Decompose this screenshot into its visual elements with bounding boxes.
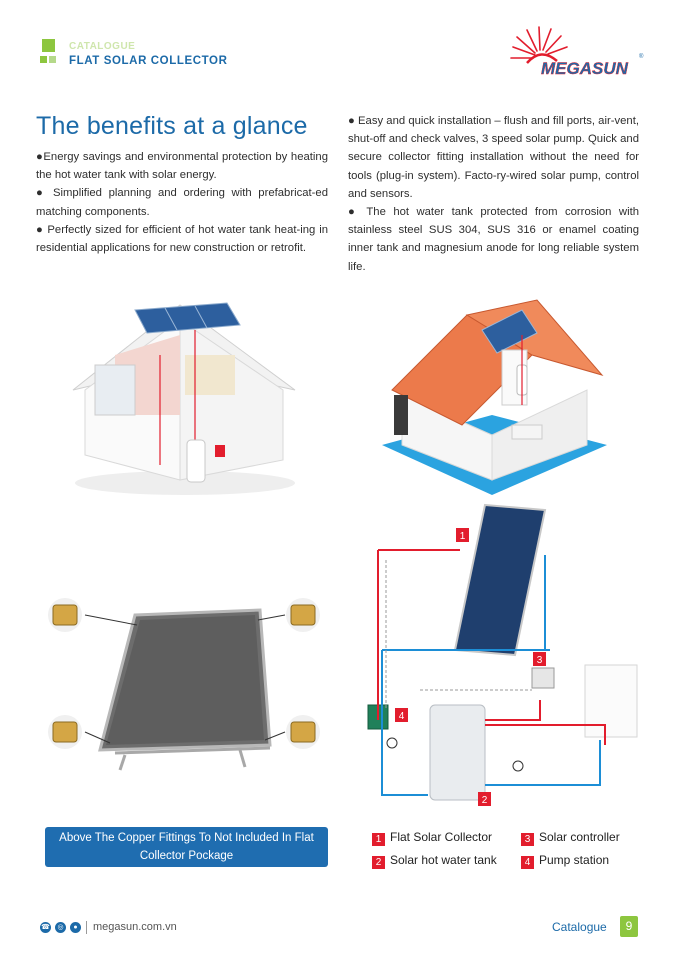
legend-label: Pump station [539,853,610,867]
svg-text:3: 3 [537,655,543,666]
house-orange-roof-illustration [382,299,607,495]
svg-text:2: 2 [482,795,488,806]
brand-name: MEGASUN [541,59,629,78]
fittings-note: Above The Copper Fittings To Not Include… [45,827,328,867]
benefit-item: ● Easy and quick installation – flush an… [348,115,639,200]
benefits-left-column: ●Energy savings and environmental protec… [36,148,328,257]
legend-number: 2 [372,856,385,869]
solar-system-schematic: 1 2 3 4 [367,503,638,806]
diagram-marker: 3 [533,652,546,666]
svg-text:1: 1 [460,531,466,542]
page-headline: The benefits at a glance [36,112,308,140]
benefit-item: ● Simplified planning and ordering with … [36,187,328,218]
benefit-item: ● Perfectly sized for efficient of hot w… [36,223,328,255]
phone-icon: ☎ [40,922,51,933]
legend-item-1: 1 Flat Solar Collector [372,830,492,846]
megasun-logo: MEGASUN ® [510,26,644,78]
copper-fitting-icon [48,598,82,632]
diagram-marker: 2 [478,792,491,806]
benefit-item: ●Energy savings and environmental protec… [36,151,328,182]
legend-item-4: 4 Pump station [521,853,609,869]
globe-icon: ◎ [55,922,66,933]
footer-divider [86,921,87,934]
diagram-marker: 4 [395,708,408,722]
header-logo-square-light [49,56,56,63]
house-cutaway-illustration [72,302,296,495]
footer-website-link[interactable]: megasun.com.vn [93,921,177,933]
legend-label: Solar hot water tank [390,853,497,867]
flat-collector-with-fittings [48,598,320,771]
legend-number: 3 [521,833,534,846]
legend-label: Solar controller [539,830,620,844]
benefits-right-column: ● Easy and quick installation – flush an… [348,112,639,276]
copper-fitting-icon [286,598,320,632]
header-logo-square-small [40,56,47,63]
legend-item-2: 2 Solar hot water tank [372,853,497,869]
legend-number: 1 [372,833,385,846]
benefit-item: ● The hot water tank protected from corr… [348,206,639,273]
legend-number: 4 [521,856,534,869]
catalogue-label: CATALOGUE [69,41,136,52]
brand-registered-mark: ® [639,53,644,60]
copper-fitting-icon [48,715,82,749]
section-title: FLAT SOLAR COLLECTOR [69,55,228,67]
location-pin-icon: ● [70,922,81,933]
legend-item-3: 3 Solar controller [521,830,620,846]
legend-label: Flat Solar Collector [390,830,493,844]
svg-text:4: 4 [399,711,405,722]
footer-catalogue-label: Catalogue [552,920,607,934]
copper-fitting-icon [286,715,320,749]
page-number: 9 [620,916,638,937]
header-logo-square [42,39,55,52]
diagram-marker: 1 [456,528,469,542]
